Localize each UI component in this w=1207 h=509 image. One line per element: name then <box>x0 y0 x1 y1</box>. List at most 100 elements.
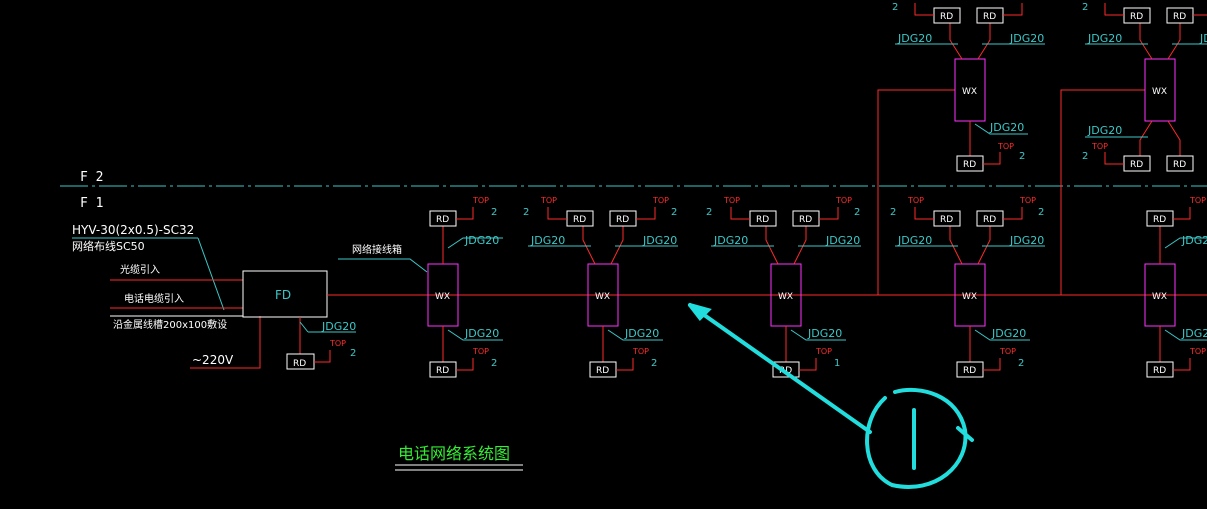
wire-line <box>730 207 750 220</box>
wire-line <box>983 152 1001 165</box>
conduit-label: JDG20 <box>807 327 842 340</box>
power-label: ~220V <box>192 353 234 367</box>
wire-line <box>983 358 1001 371</box>
outlet-count: 2 <box>854 207 860 218</box>
wire-line <box>610 226 624 265</box>
wx-label: WX <box>1152 87 1167 97</box>
fd-outlet-label: RD <box>293 359 306 369</box>
wire-line <box>977 226 991 265</box>
rd-outlet-label: RD <box>616 215 629 225</box>
wire-line <box>799 358 817 371</box>
wire-line <box>636 207 656 220</box>
wx-label: WX <box>962 292 977 302</box>
conduit-label: JDG20 <box>464 234 499 247</box>
conduit-label: JDG20 <box>1087 32 1122 45</box>
wire-line <box>456 358 474 371</box>
outlet-count: 2 <box>1019 151 1025 162</box>
conduit-label: JDG20 <box>825 234 860 247</box>
top-label: TOP <box>1189 196 1206 205</box>
trunking-label: 沿金属线槽200x100敷设 <box>113 318 227 331</box>
wire-line <box>974 123 1028 135</box>
wx-label: WX <box>962 87 977 97</box>
wire-line <box>949 226 963 265</box>
top-label: TOP <box>472 347 489 356</box>
fd-box <box>242 270 328 318</box>
outlet-count: 1 <box>834 358 840 369</box>
fd-label: FD <box>275 288 291 302</box>
rd-outlet-label: RD <box>963 160 976 170</box>
wire-line <box>793 226 807 265</box>
rd-outlet-label: RD <box>756 215 769 225</box>
annotation-circle-mark <box>865 387 974 489</box>
cable-spec-label: HYV-30(2x0.5)-SC32 <box>72 223 194 237</box>
rd-outlet-label: RD <box>983 215 996 225</box>
conduit-label: JDG20 <box>1199 32 1207 45</box>
top-label: TOP <box>632 347 649 356</box>
network-line-label: 网络布线SC50 <box>72 239 145 253</box>
conduit-label: JDG20 <box>897 234 932 247</box>
wire-line <box>1173 358 1191 371</box>
outlet-count: 2 <box>651 358 657 369</box>
conduit-label: JDG20 <box>464 327 499 340</box>
rd-outlet-label: RD <box>436 366 449 376</box>
rd-outlet-label: RD <box>940 12 953 22</box>
conduit-label: JDG20 <box>1009 32 1044 45</box>
rd-outlet-label: RD <box>1153 215 1166 225</box>
wire-line <box>1104 3 1124 16</box>
wire-line <box>1139 120 1153 156</box>
top-label: TOP <box>652 196 669 205</box>
network-cabinet-label: 网络接线箱 <box>352 243 402 256</box>
wire-line <box>1003 207 1023 220</box>
wire-line <box>977 23 991 60</box>
rd-outlet-label: RD <box>573 215 586 225</box>
left-feed-lines <box>72 237 261 369</box>
rd-outlet-label: RD <box>963 366 976 376</box>
fd-outlet-group: JDG20 RD TOP 2 <box>286 317 356 370</box>
rd-outlet-label: RD <box>436 215 449 225</box>
diagram-title: 电话网络系统图 <box>398 444 510 463</box>
wire-line <box>974 329 1030 341</box>
wire-line <box>447 329 503 341</box>
wx-label: WX <box>1152 292 1167 302</box>
wire-line <box>765 226 779 265</box>
annotation-arrow <box>688 303 872 434</box>
top-label: TOP <box>1189 347 1206 356</box>
rd-outlet-label: RD <box>1173 12 1186 22</box>
conduit-label: JDG20 <box>1087 124 1122 137</box>
wx-box <box>1144 58 1176 122</box>
conduit-label: JDG20 <box>989 121 1024 134</box>
top-label: TOP <box>1091 142 1108 151</box>
floor-label-f2: F 2 <box>80 170 103 185</box>
top-label: TOP <box>835 196 852 205</box>
wire-line <box>914 207 934 220</box>
wire-line <box>949 23 963 60</box>
wx-label: WX <box>595 292 610 302</box>
outlet-count: 2 <box>491 358 497 369</box>
wire-line <box>616 358 634 371</box>
outlet-count: 2 <box>671 207 677 218</box>
wire-line <box>790 329 846 341</box>
conduit-label: JDG20 <box>991 327 1026 340</box>
wire-line <box>456 207 474 220</box>
rd-outlet-label: RD <box>983 12 996 22</box>
outlet-count: 2 <box>1082 2 1088 13</box>
wire-line <box>1139 23 1153 60</box>
rd-outlet-label: RD <box>1153 366 1166 376</box>
wire-line <box>1167 23 1181 60</box>
conduit-label: JDG20 <box>897 32 932 45</box>
conduit-label: JDG20 <box>642 234 677 247</box>
fd-conduit-label: JDG20 <box>321 320 356 333</box>
rd-outlet-label: RD <box>940 215 953 225</box>
riser-line-2 <box>1060 89 1145 295</box>
riser-line-1 <box>877 89 955 295</box>
floor-label-f1: F 1 <box>80 196 103 211</box>
wire-line <box>1193 14 1207 16</box>
top-label: TOP <box>723 196 740 205</box>
conduit-label: JDG20 <box>530 234 565 247</box>
wire-line <box>447 237 503 249</box>
top-label: TOP <box>997 142 1014 151</box>
phone-cable-in-label: 电话电缆引入 <box>124 292 184 305</box>
conduit-label: JDG20 <box>713 234 748 247</box>
